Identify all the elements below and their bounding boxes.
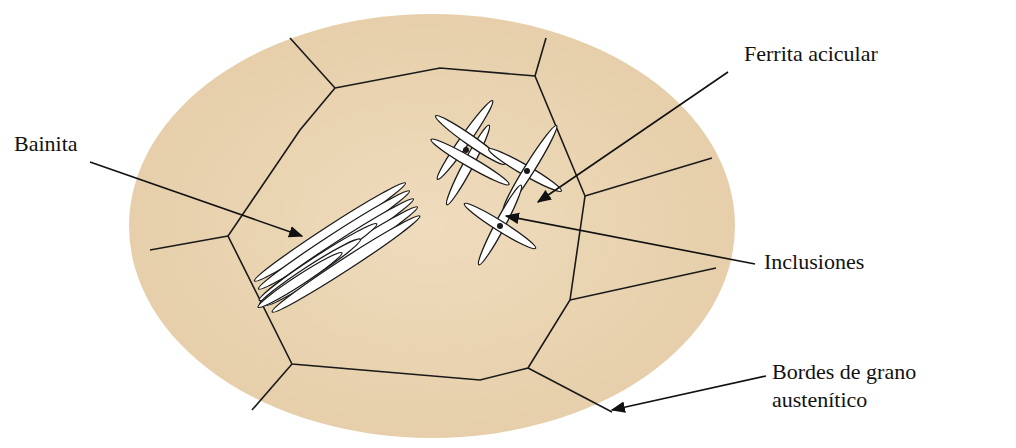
inclusion-dots [463,147,530,229]
boundary-label: Bordes de grano austenítico [772,358,962,414]
feature-label: Inclusiones [764,248,964,276]
leader-lines [90,72,766,410]
sample-region [129,14,735,438]
phase-label: Bainita [14,130,134,158]
acicular-ferrite [429,98,564,267]
phase-label: Ferrita acicular [744,40,984,68]
bainite-sheaf [251,178,423,317]
grain-boundaries [150,38,716,412]
